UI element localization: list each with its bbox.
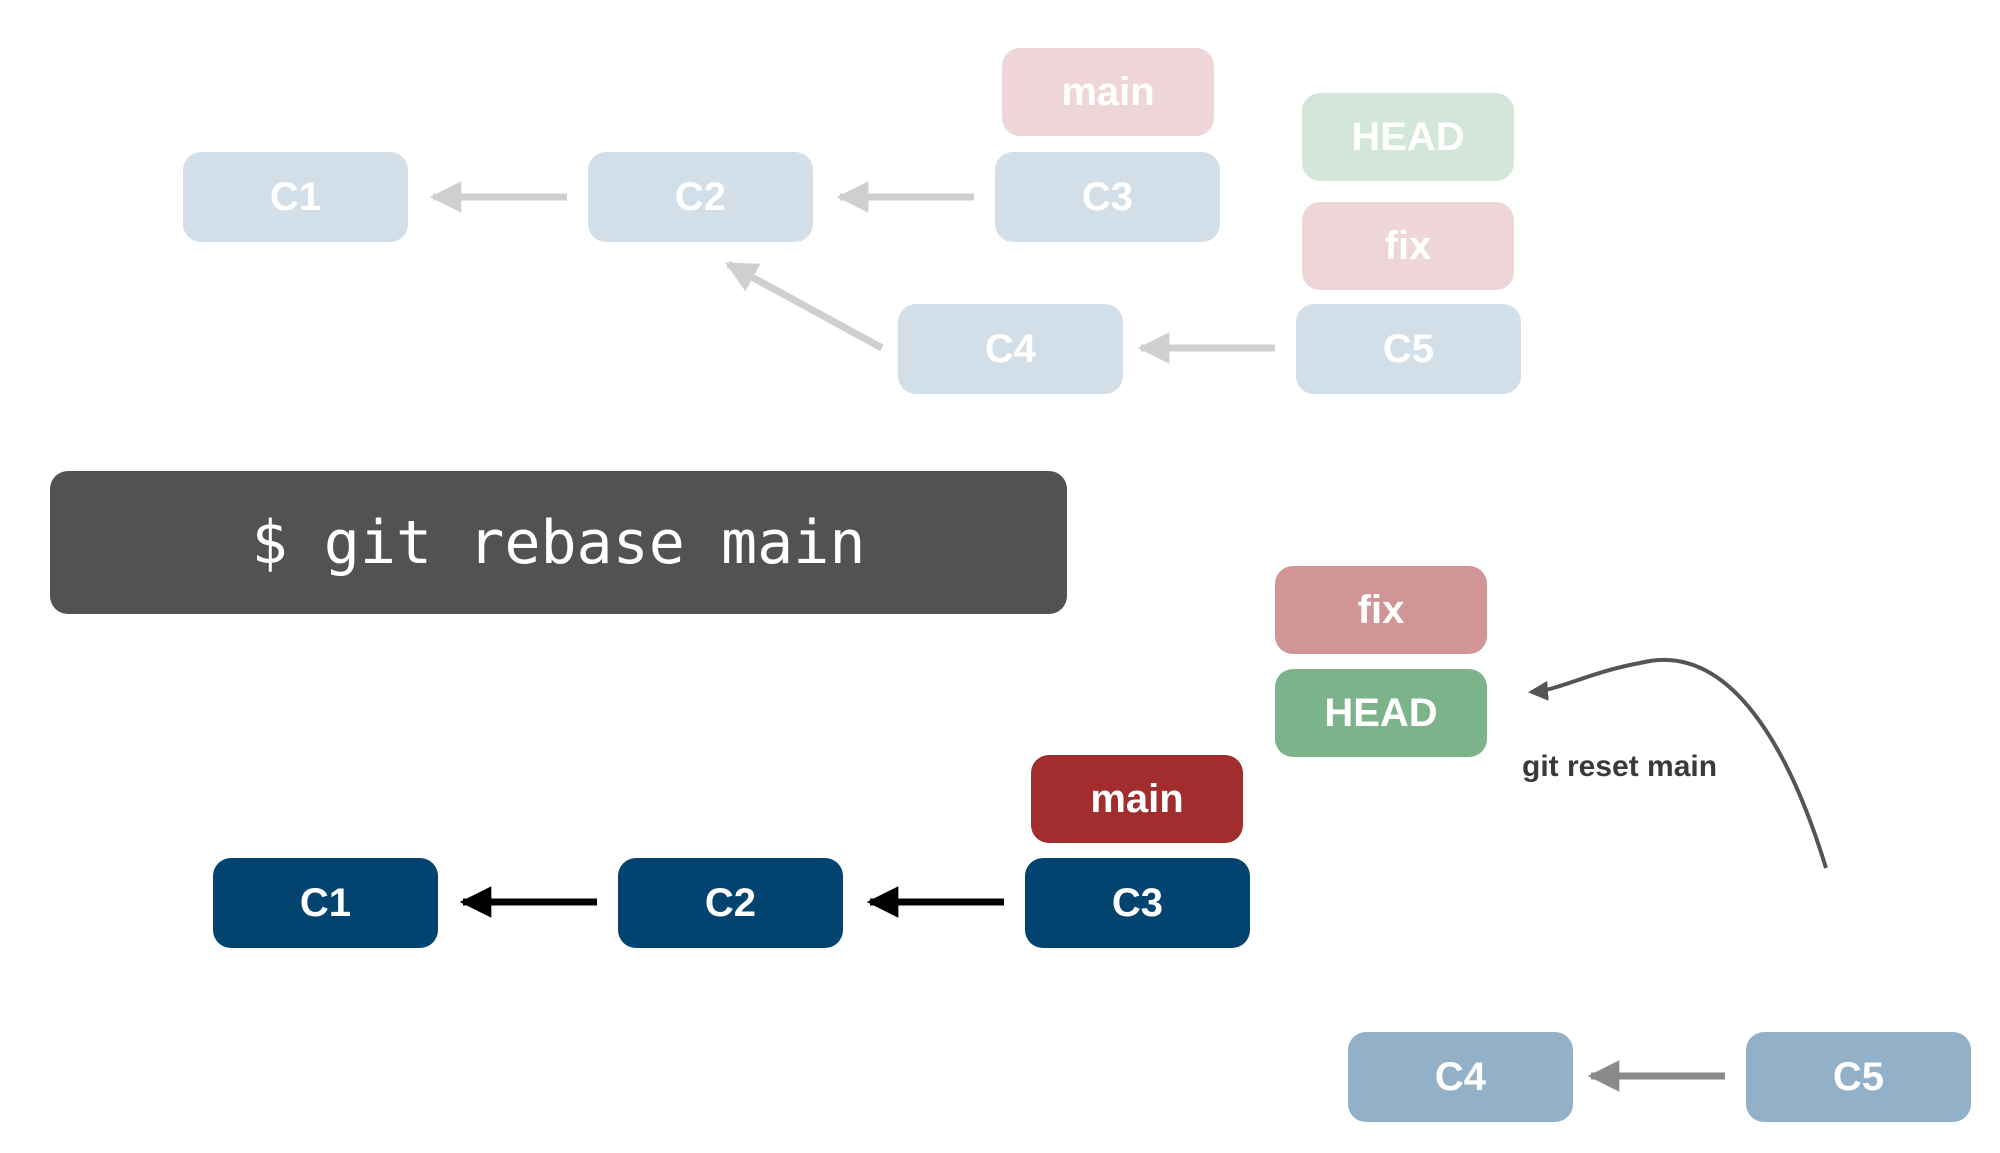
commit-c4-before: C4 (898, 304, 1123, 394)
arrow-c4-to-c2-faded (725, 260, 884, 352)
command-text: $ git rebase main (251, 507, 866, 578)
branch-label: fix (1357, 587, 1405, 632)
commit-label: C2 (674, 174, 727, 219)
commit-c2-before: C2 (588, 152, 813, 242)
commit-c3-before: C3 (995, 152, 1220, 242)
commit-c3-after: C3 (1025, 858, 1250, 948)
head-label-after: HEAD (1275, 669, 1487, 757)
branch-fix-after: fix (1275, 566, 1487, 654)
branch-main-after: main (1031, 755, 1243, 843)
commit-label: C2 (704, 880, 757, 925)
commit-label: C3 (1111, 880, 1164, 925)
commit-label: C5 (1832, 1054, 1885, 1099)
commit-c1-after: C1 (213, 858, 438, 948)
head-label-before: HEAD (1302, 93, 1514, 181)
branch-main-before: main (1002, 48, 1214, 136)
branch-label: main (1090, 776, 1184, 821)
commit-c5-before: C5 (1296, 304, 1521, 394)
command-box: $ git rebase main (50, 471, 1067, 614)
commit-label: C4 (1434, 1054, 1487, 1099)
commit-c2-after: C2 (618, 858, 843, 948)
head-text: HEAD (1324, 690, 1438, 735)
commit-c5-orphaned: C5 (1746, 1032, 1971, 1122)
commit-c4-orphaned: C4 (1348, 1032, 1573, 1122)
commit-label: C1 (269, 174, 322, 219)
commit-label: C1 (299, 880, 352, 925)
reset-curve-arrow (1528, 658, 1828, 869)
commit-label: C5 (1382, 326, 1435, 371)
commit-c1-before: C1 (183, 152, 408, 242)
reset-annotation: git reset main (1522, 750, 1718, 783)
branch-fix-before: fix (1302, 202, 1514, 290)
commit-label: C3 (1081, 174, 1134, 219)
branch-label: fix (1384, 223, 1432, 268)
head-text: HEAD (1351, 114, 1465, 159)
branch-label: main (1061, 69, 1155, 114)
commit-label: C4 (984, 326, 1037, 371)
